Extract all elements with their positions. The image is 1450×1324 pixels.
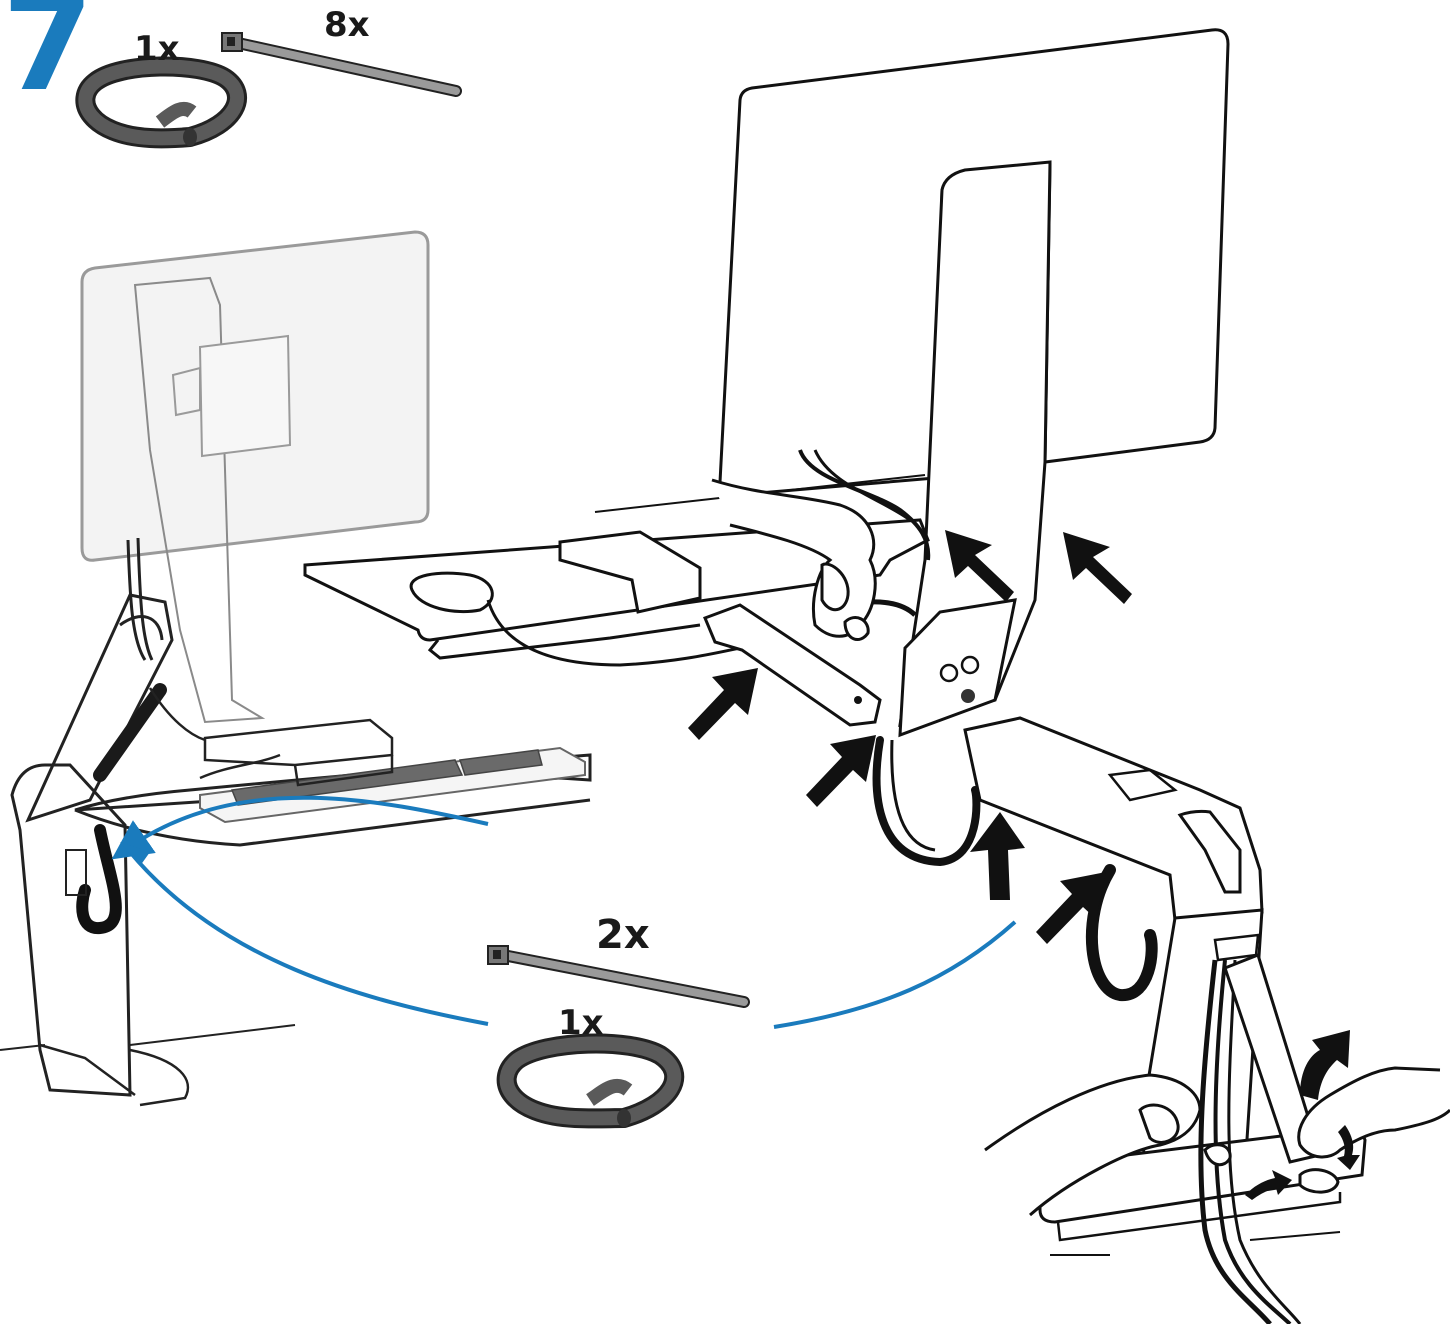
arrow-icon [688,530,1360,1200]
cable-tie-icon [221,32,462,97]
workstation-before [0,230,592,1107]
tie-quantity-callout: 2x [596,912,650,958]
cable-sleeve-icon [75,56,247,149]
sleeve-quantity-top: 1x [134,29,180,69]
step-number: 7 [2,0,94,121]
callout-line-right [773,920,1017,1029]
cable-sleeve-icon [496,1033,685,1129]
workstation-after [303,28,1367,1324]
sleeve-quantity-callout: 1x [558,1003,604,1043]
callout-arrowhead [120,842,150,866]
tie-quantity-top: 8x [324,5,370,45]
hand-icon [711,478,1450,1217]
callout-line-left [111,795,489,860]
cable-tie-icon [487,945,750,1008]
callout-line-left-main [128,850,489,1026]
